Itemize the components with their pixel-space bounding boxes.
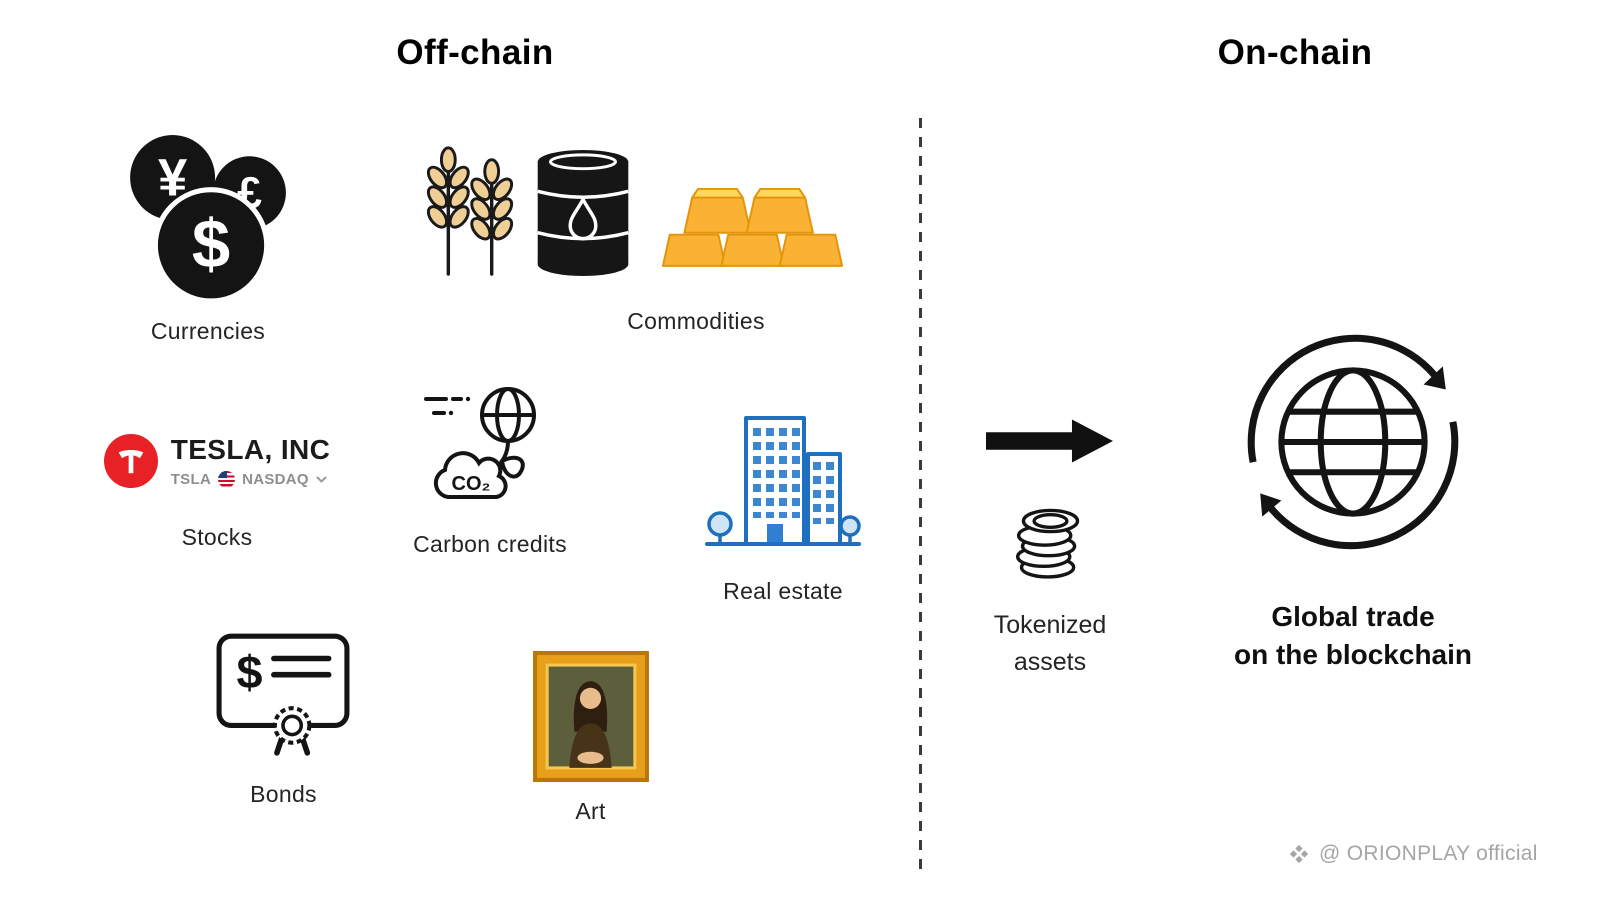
section-divider bbox=[919, 118, 922, 872]
tesla-stock-card: TESLA, INC TSLA NASDAQ bbox=[103, 434, 331, 488]
tokenized-assets-item: Tokenized assets bbox=[955, 489, 1145, 681]
coins-icon bbox=[1015, 508, 1080, 579]
tesla-info: TESLA, INC TSLA NASDAQ bbox=[171, 434, 331, 488]
art-item: Art bbox=[518, 651, 663, 825]
onchain-title: On-chain bbox=[1217, 33, 1373, 72]
global-trade-label: Global trade on the blockchain bbox=[1180, 598, 1526, 674]
carbon-credits-icon: CO₂ bbox=[424, 387, 536, 499]
bonds-label: Bonds bbox=[250, 781, 317, 807]
real-estate-item: Real estate bbox=[688, 406, 878, 605]
bonds-item: $ Bonds bbox=[196, 630, 371, 808]
carbon-credits-label: Carbon credits bbox=[413, 531, 567, 557]
currencies-icon: ¥ £ $ bbox=[130, 135, 286, 304]
tesla-logo-icon bbox=[103, 434, 158, 488]
bond-dollar-text: $ bbox=[237, 646, 263, 698]
real-estate-label: Real estate bbox=[723, 578, 843, 604]
arrow-right-icon bbox=[986, 419, 1113, 468]
offchain-title: Off-chain bbox=[396, 33, 554, 72]
us-flag-icon bbox=[218, 471, 236, 488]
stocks-label: Stocks bbox=[181, 524, 253, 550]
tokenized-line1: Tokenized bbox=[993, 611, 1107, 639]
global-trade-globe-icon bbox=[1237, 329, 1469, 566]
stock-ticker: TSLA bbox=[170, 471, 212, 488]
carbon-credits-item: CO₂ Carbon credits bbox=[390, 383, 590, 558]
watermark-text: @ ORIONPLAY official bbox=[1319, 842, 1538, 865]
stock-ticker-row: TSLA NASDAQ bbox=[171, 471, 331, 488]
dollar-symbol: $ bbox=[192, 206, 230, 283]
commodities-item: Commodities bbox=[412, 140, 852, 335]
global-trade-line1: Global trade bbox=[1271, 601, 1435, 632]
tokenized-line2: assets bbox=[1013, 648, 1087, 676]
oil-barrel-icon bbox=[537, 149, 629, 277]
co2-text: CO₂ bbox=[452, 473, 491, 495]
stock-company-name: TESLA, INC bbox=[170, 434, 331, 465]
currencies-item: ¥ £ $ Currencies bbox=[98, 132, 318, 345]
stocks-item: TESLA, INC TSLA NASDAQ Stocks bbox=[62, 434, 372, 551]
watermark-diamond-icon bbox=[1289, 844, 1309, 864]
mona-lisa-icon bbox=[532, 651, 649, 782]
watermark: @ ORIONPLAY official bbox=[1288, 842, 1538, 866]
currencies-label: Currencies bbox=[150, 318, 266, 344]
gold-bars-icon bbox=[661, 187, 844, 267]
certificate-icon: $ bbox=[216, 633, 350, 756]
commodities-icons bbox=[418, 140, 846, 278]
tokenized-assets-label: Tokenized assets bbox=[994, 607, 1107, 681]
art-label: Art bbox=[575, 798, 606, 824]
stock-exchange: NASDAQ bbox=[242, 471, 309, 488]
global-trade-line2: on the blockchain bbox=[1233, 639, 1473, 670]
commodities-label: Commodities bbox=[627, 308, 765, 334]
chevron-down-icon bbox=[316, 476, 327, 483]
building-icon bbox=[705, 416, 861, 546]
wheat-icon bbox=[426, 146, 514, 276]
